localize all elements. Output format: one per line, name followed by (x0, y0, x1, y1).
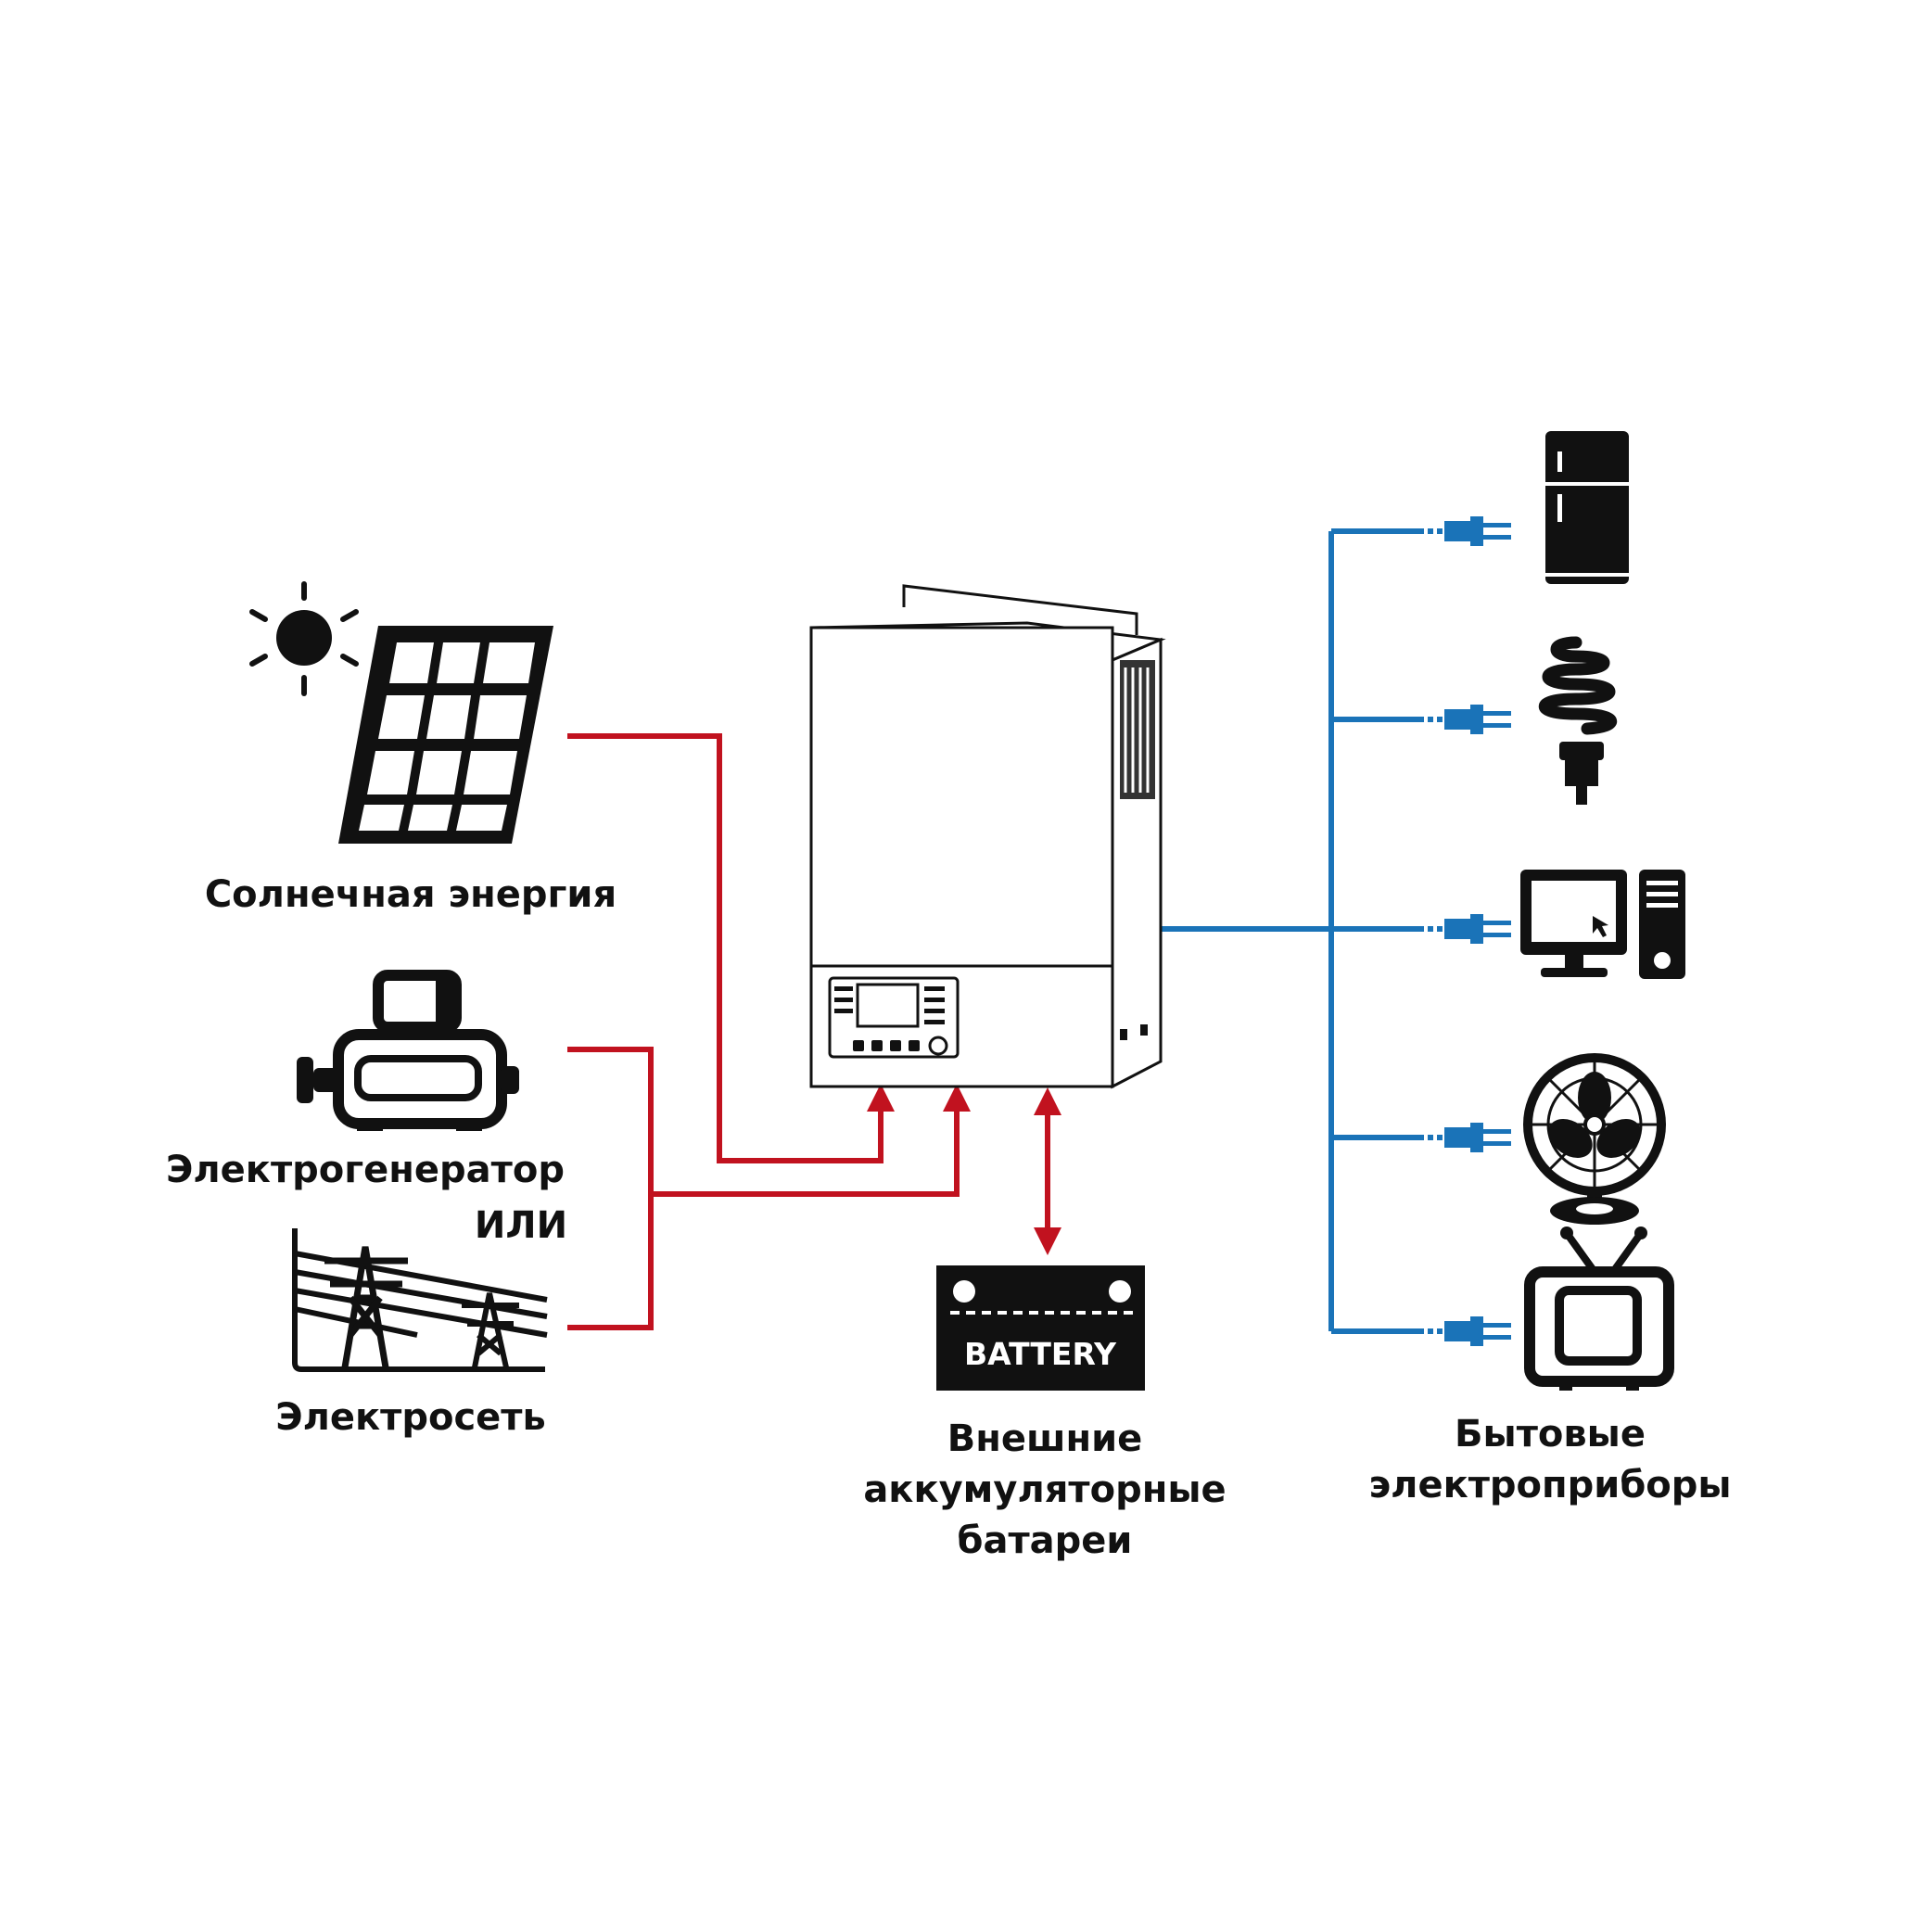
power-lines-icon (292, 1228, 548, 1372)
fan-icon (1523, 1053, 1666, 1225)
power-button (928, 1036, 948, 1056)
hybrid-inverter (809, 584, 1166, 1089)
grid-wire (567, 1194, 654, 1330)
generator-icon (297, 970, 519, 1131)
sun-icon (249, 581, 359, 696)
appliances-label-line1: Бытовые (1455, 1413, 1646, 1455)
computer-icon (1520, 870, 1685, 979)
or-label: ИЛИ (475, 1204, 567, 1247)
battery-label-line1: Внешние (947, 1417, 1143, 1460)
grid-label: Электросеть (275, 1396, 546, 1439)
generator-label: Электрогенератор (166, 1149, 565, 1191)
lcd-screen (856, 983, 920, 1028)
input-wires (567, 733, 1061, 1330)
battery-icon: BATTERY (936, 1265, 1145, 1391)
battery-box-label: BATTERY (964, 1336, 1117, 1372)
refrigerator-icon (1545, 431, 1629, 584)
cfl-bulb-icon (1539, 636, 1617, 805)
battery-label-line2: аккумуляторные (863, 1468, 1226, 1511)
solar-wire (567, 733, 895, 1163)
output-wires (1161, 528, 1420, 1334)
solar-panel-icon (338, 626, 553, 844)
appliances-label-line2: электроприборы (1368, 1464, 1731, 1506)
solar-label: Солнечная энергия (205, 873, 616, 916)
tv-icon (1524, 1227, 1674, 1391)
battery-label-line3: батареи (958, 1519, 1133, 1562)
